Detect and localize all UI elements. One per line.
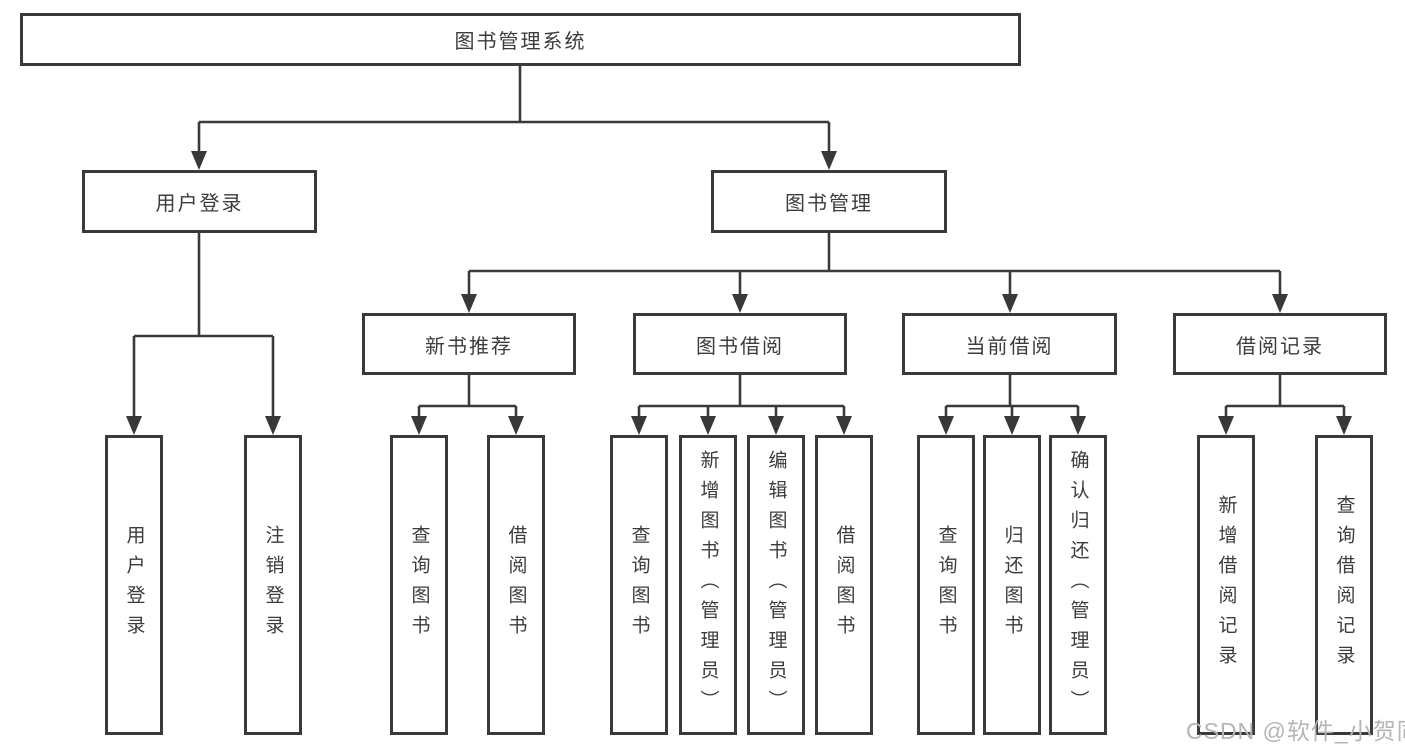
node-label: 新增借阅记录 bbox=[1215, 495, 1237, 675]
connector-borrow-records-to-leaves bbox=[1218, 375, 1352, 435]
leaf-borrow-book-recommend: 借阅图书 bbox=[487, 435, 545, 735]
leaf-edit-book-admin: 编辑图书（管理员） bbox=[747, 435, 805, 735]
node-label: 用户登录 bbox=[155, 193, 244, 215]
node-label: 当前借阅 bbox=[965, 335, 1054, 358]
node-label: 借阅图书 bbox=[505, 525, 527, 645]
node-label: 归还图书 bbox=[1001, 525, 1023, 645]
node-new-book-recommend: 新书推荐 bbox=[362, 313, 576, 375]
connector-book-management-to-level3 bbox=[461, 233, 1288, 313]
node-borrow-records: 借阅记录 bbox=[1173, 313, 1387, 375]
node-label: 用户登录 bbox=[123, 525, 145, 645]
connector-new-book-recommend-to-leaves bbox=[411, 375, 524, 435]
node-label: 图书管理系统 bbox=[454, 31, 587, 53]
leaf-logout: 注销登录 bbox=[244, 435, 302, 735]
node-label: 新书推荐 bbox=[425, 335, 513, 358]
leaf-borrow-book: 借阅图书 bbox=[815, 435, 873, 735]
connector-book-borrow-to-leaves bbox=[631, 375, 852, 435]
node-label: 新增图书（管理员） bbox=[697, 450, 719, 720]
node-user-login: 用户登录 bbox=[82, 170, 317, 233]
node-label: 图书管理 bbox=[785, 193, 873, 215]
leaf-confirm-return-admin: 确认归还（管理员） bbox=[1049, 435, 1107, 735]
connector-user-login-to-leaves bbox=[126, 233, 281, 435]
node-label: 查询图书 bbox=[408, 525, 430, 645]
node-book-borrow: 图书借阅 bbox=[633, 313, 847, 375]
leaf-query-borrow-record: 查询借阅记录 bbox=[1315, 435, 1373, 735]
node-label: 查询借阅记录 bbox=[1333, 495, 1355, 675]
node-label: 确认归还（管理员） bbox=[1067, 450, 1089, 720]
csdn-watermark: CSDN @软件_小贺同学 bbox=[1186, 718, 1405, 744]
connector-current-borrow-to-leaves bbox=[938, 375, 1086, 435]
node-label: 图书借阅 bbox=[696, 335, 784, 358]
node-current-borrow: 当前借阅 bbox=[902, 313, 1117, 375]
leaf-user-login: 用户登录 bbox=[105, 435, 163, 735]
connector-root-to-level2 bbox=[191, 66, 837, 170]
leaf-query-book-recommend: 查询图书 bbox=[390, 435, 448, 735]
node-root: 图书管理系统 bbox=[20, 13, 1021, 66]
node-label: 查询图书 bbox=[628, 525, 650, 645]
node-label: 编辑图书（管理员） bbox=[765, 450, 787, 720]
leaf-query-book-current: 查询图书 bbox=[917, 435, 975, 735]
leaf-add-book-admin: 新增图书（管理员） bbox=[679, 435, 737, 735]
leaf-add-borrow-record: 新增借阅记录 bbox=[1197, 435, 1255, 735]
leaf-query-book-borrow: 查询图书 bbox=[610, 435, 668, 735]
node-label: 查询图书 bbox=[935, 525, 957, 645]
node-label: 借阅图书 bbox=[833, 525, 855, 645]
node-label: 借阅记录 bbox=[1236, 335, 1324, 358]
leaf-return-book: 归还图书 bbox=[983, 435, 1041, 735]
node-book-management: 图书管理 bbox=[711, 170, 947, 233]
node-label: 注销登录 bbox=[262, 525, 284, 645]
